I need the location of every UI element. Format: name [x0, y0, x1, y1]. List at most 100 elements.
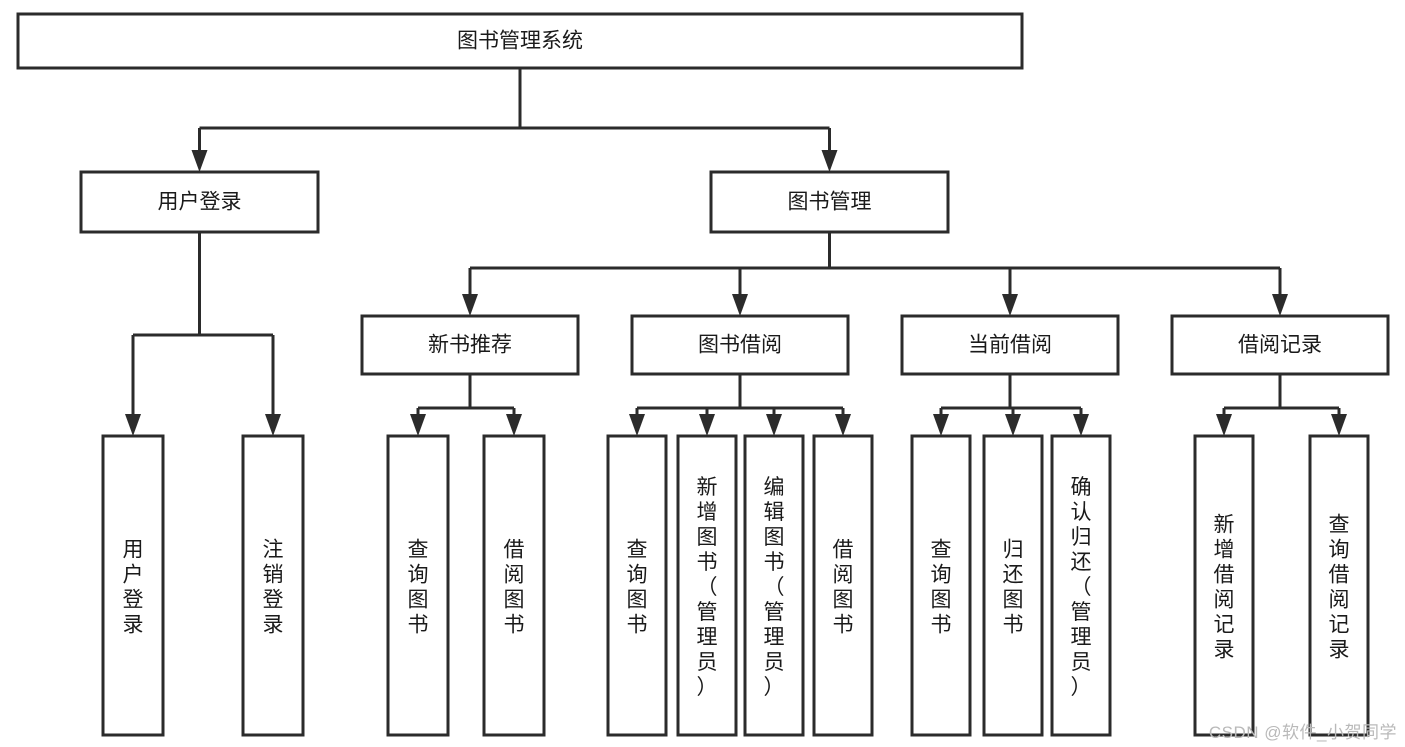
- node-label-char: 员: [1071, 651, 1092, 674]
- node-label-char: 归: [1003, 539, 1024, 562]
- node-rect: [101, 434, 165, 737]
- node-label-char: 书: [697, 551, 718, 574]
- node-rect: [812, 434, 874, 737]
- node-label-char: 书: [833, 614, 854, 637]
- node-rect: [79, 170, 320, 234]
- node-label-char: 新: [1214, 514, 1235, 537]
- node-label-char: 书: [764, 551, 785, 574]
- arrow-head-icon: [125, 414, 141, 436]
- level3-node-4[interactable]: 借阅记录: [1170, 314, 1390, 376]
- connectors-layer: [125, 68, 1347, 436]
- node-rect: [1050, 434, 1112, 737]
- arrow-head-icon: [699, 414, 715, 436]
- level2-node-2[interactable]: 图书管理: [709, 170, 950, 234]
- node-label-char: 确: [1071, 476, 1092, 499]
- node-label-char: 图: [764, 526, 785, 549]
- arrow-head-icon: [462, 294, 478, 316]
- node-label-char: 借: [1214, 564, 1235, 587]
- node-rect: [1193, 434, 1255, 737]
- node-rect: [743, 434, 805, 737]
- level3-node-3[interactable]: 当前借阅: [900, 314, 1120, 376]
- node-label-char: 还: [1003, 564, 1024, 587]
- node-label-char: 阅: [504, 564, 525, 587]
- node-label-char: 查: [408, 539, 429, 562]
- node-label-char: 询: [627, 564, 648, 587]
- node-label-char: 注: [263, 539, 284, 562]
- arrow-head-icon: [629, 414, 645, 436]
- level2-node-1[interactable]: 用户登录: [79, 170, 320, 234]
- node-label-char: 理: [697, 626, 718, 649]
- node-label-char: 销: [263, 564, 284, 587]
- level3-node-1[interactable]: 新书推荐: [360, 314, 580, 376]
- node-rect: [241, 434, 305, 737]
- node-label-char: ）: [697, 676, 718, 699]
- node-label-char: 录: [263, 614, 284, 637]
- node-label-char: （: [1071, 576, 1092, 599]
- node-label-char: 借: [504, 539, 525, 562]
- node-label-char: 查: [627, 539, 648, 562]
- node-rect: [16, 12, 1024, 70]
- arrow-head-icon: [835, 414, 851, 436]
- node-label-char: 增: [1214, 539, 1235, 562]
- arrow-head-icon: [1002, 294, 1018, 316]
- node-label-char: 用: [123, 539, 144, 562]
- node-rect: [900, 314, 1120, 376]
- node-label-char: 阅: [1329, 589, 1350, 612]
- node-label-char: 询: [931, 564, 952, 587]
- arrow-head-icon: [1073, 414, 1089, 436]
- node-rect: [606, 434, 668, 737]
- node-label-char: 借: [1329, 564, 1350, 587]
- node-rect: [630, 314, 850, 376]
- node-label-char: （: [697, 576, 718, 599]
- arrow-head-icon: [1272, 294, 1288, 316]
- node-label-char: 图: [408, 589, 429, 612]
- node-label-char: 图: [697, 526, 718, 549]
- node-rect: [482, 434, 546, 737]
- node-label-char: 管: [697, 601, 718, 624]
- node-label-char: 增: [697, 501, 718, 524]
- node-label-char: 员: [697, 651, 718, 674]
- csdn-watermark: CSDN @软件_小贺同学: [1208, 723, 1397, 742]
- node-label-char: 图: [931, 589, 952, 612]
- level3-node-2[interactable]: 图书借阅: [630, 314, 850, 376]
- arrow-head-icon: [821, 150, 838, 172]
- arrow-head-icon: [933, 414, 949, 436]
- arrow-head-icon: [506, 414, 522, 436]
- node-rect: [1170, 314, 1390, 376]
- node-rect: [386, 434, 450, 737]
- node-label-char: 登: [263, 589, 284, 612]
- node-label: 图书管理系统: [457, 30, 583, 53]
- node-label: 用户登录: [158, 191, 242, 214]
- node-label-char: 户: [123, 564, 144, 587]
- node-label-char: 书: [504, 614, 525, 637]
- node-label-char: 管: [1071, 601, 1092, 624]
- node-label-char: 编: [764, 476, 785, 499]
- node-label-char: 管: [764, 601, 785, 624]
- node-label-char: （: [764, 576, 785, 599]
- arrow-head-icon: [191, 150, 208, 172]
- node-label: 图书借阅: [698, 334, 782, 357]
- leaf-node-1[interactable]: 用户登录: [101, 434, 165, 737]
- node-label-char: 查: [931, 539, 952, 562]
- node-label-char: 询: [1329, 539, 1350, 562]
- node-label: 新书推荐: [428, 334, 512, 357]
- arrow-head-icon: [766, 414, 782, 436]
- node-label-char: 记: [1214, 614, 1235, 637]
- root-node-book-management-system[interactable]: 图书管理系统: [16, 12, 1024, 70]
- node-label-char: 登: [123, 589, 144, 612]
- node-label-char: 图: [1003, 589, 1024, 612]
- node-rect: [709, 170, 950, 234]
